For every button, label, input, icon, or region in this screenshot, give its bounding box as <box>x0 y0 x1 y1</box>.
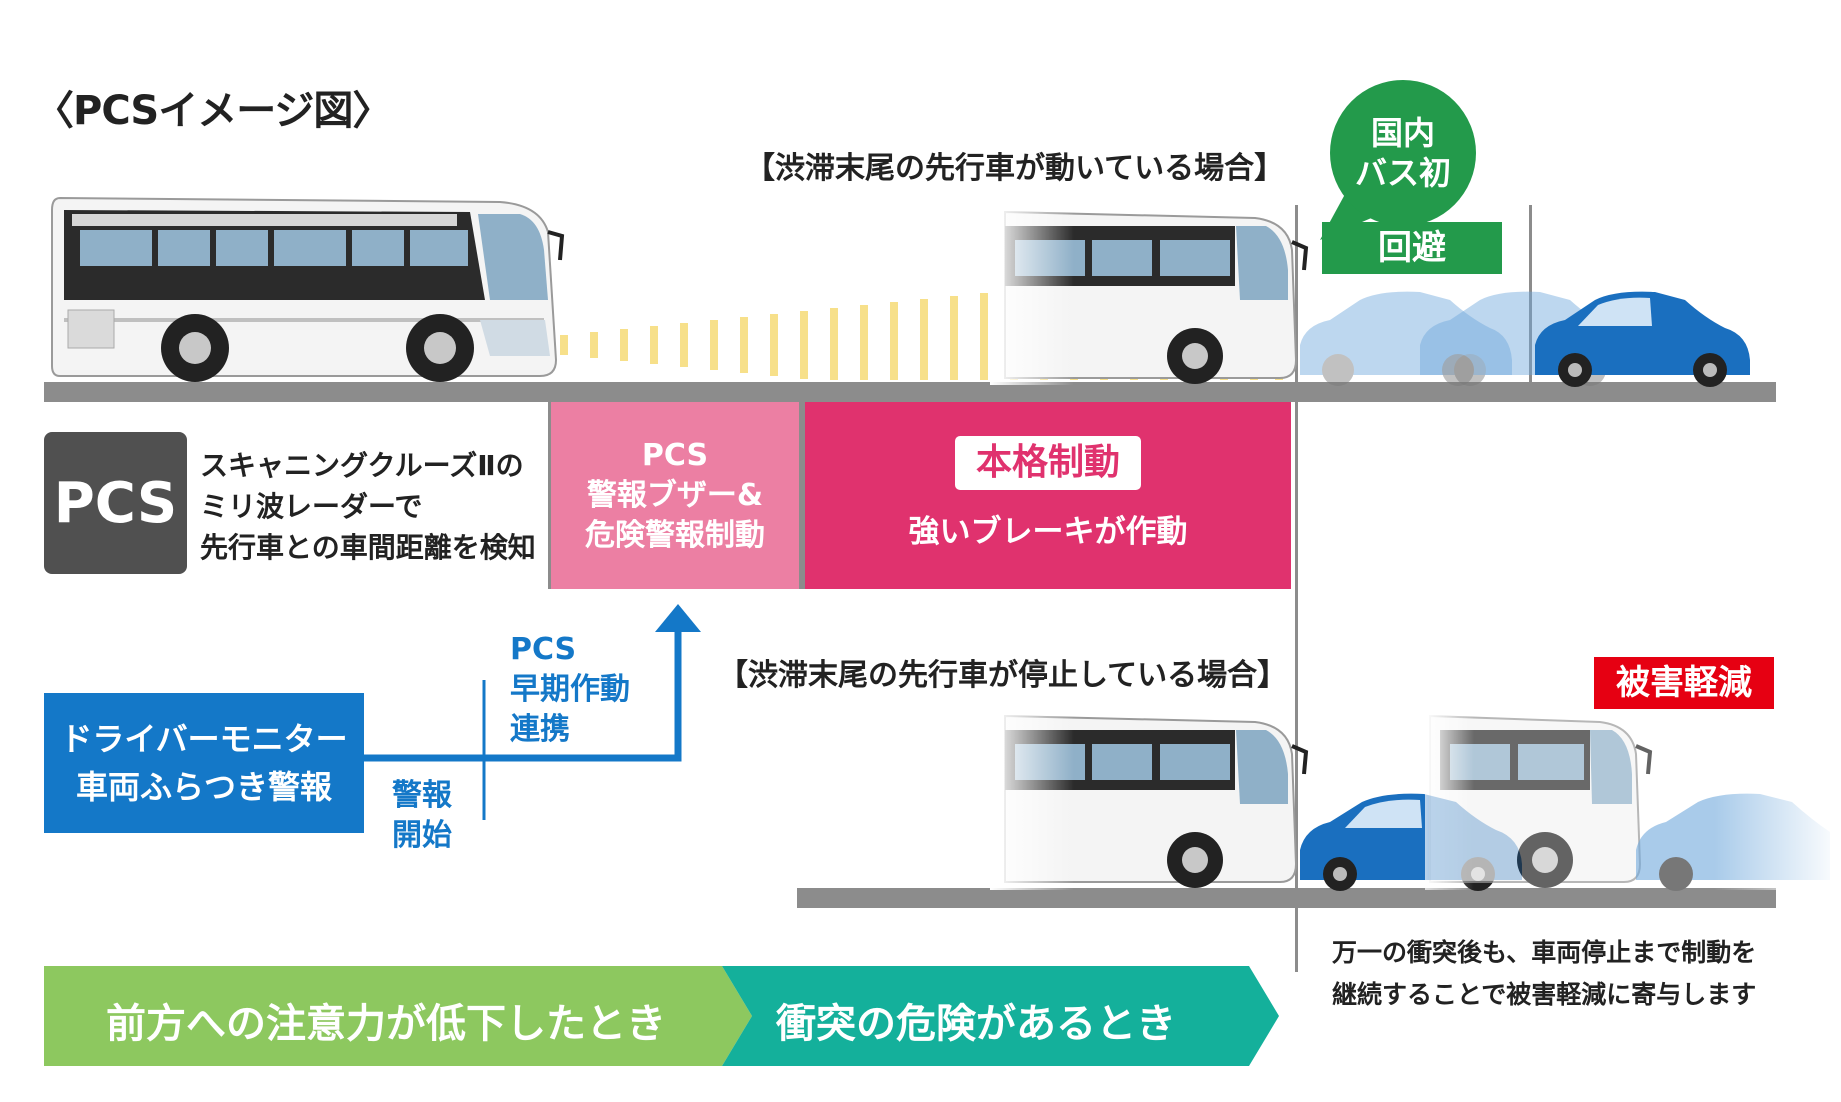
car-ghost-1 <box>1300 291 1512 386</box>
pcs-early-label: PCS 早期作動 連携 <box>510 630 630 750</box>
pcs-early-line-3: 連携 <box>510 712 570 747</box>
warn-start-line-2: 開始 <box>392 818 452 853</box>
bus-moving-scenario <box>990 205 1309 385</box>
signal-arrow <box>364 604 701 820</box>
scenario-stopped-caption: 【渋滞末尾の先行車が停止している場合】 <box>718 658 1288 693</box>
pcs-description: スキャニングクルーズⅡの ミリ波レーダーで 先行車との車間距離を検知 <box>200 445 536 568</box>
avoid-label: 回避 <box>1322 222 1502 274</box>
driver-monitor-line-2: 車両ふらつき警報 <box>75 768 332 806</box>
full-braking-desc: 強いブレーキが作動 <box>908 514 1188 550</box>
warning-start-label: 警報 開始 <box>392 776 452 856</box>
full-braking-label: 本格制動 <box>955 436 1141 490</box>
warn-start-line-1: 警報 <box>392 778 452 813</box>
phase-separator-1 <box>548 402 551 589</box>
bubble-line-1: 国内 <box>1370 114 1435 152</box>
note-line-2: 継続することで被害軽減に寄与します <box>1332 980 1757 1009</box>
page-title: 〈PCSイメージ図〉 <box>34 88 392 134</box>
car-pushed-ghost <box>1630 780 1841 891</box>
first-domestic-bus-badge: 国内 バス初 <box>1330 80 1476 226</box>
car-avoiding <box>1535 291 1750 387</box>
note-line-1: 万一の衝突後も、車両停止まで制動を <box>1332 938 1757 967</box>
bus-stopped-scenario <box>990 710 1309 890</box>
warn-phase-line-3: 危険警報制動 <box>585 517 765 553</box>
arrow-attention <box>44 966 752 1066</box>
arrow-collision <box>722 966 1279 1066</box>
damage-reduction-label: 被害軽減 <box>1594 657 1774 709</box>
pcs-early-line-2: 早期作動 <box>510 672 630 707</box>
damage-note: 万一の衝突後も、車両停止まで制動を 継続することで被害軽減に寄与します <box>1332 932 1756 1016</box>
phase-separator-2 <box>799 402 805 589</box>
warn-phase-line-2: 警報ブザー& <box>586 477 764 513</box>
pcs-desc-line-3: 先行車との車間距離を検知 <box>200 531 536 564</box>
pcs-desc-line-2: ミリ波レーダーで <box>200 490 423 523</box>
pcs-badge: PCS <box>44 432 187 574</box>
braking-phase: 本格制動 強いブレーキが作動 <box>805 402 1291 589</box>
attention-drop-text: 前方への注意力が低下したとき <box>106 1001 666 1047</box>
pcs-early-line-1: PCS <box>510 632 577 667</box>
warn-phase-line-1: PCS <box>641 437 709 473</box>
pcs-desc-line-1: スキャニングクルーズⅡの <box>200 449 524 482</box>
driver-monitor-line-1: ドライバーモニター <box>60 720 348 758</box>
road-bottom <box>797 888 1776 908</box>
warning-phase: PCS 警報ブザー& 危険警報制動 <box>551 402 799 589</box>
collision-risk-text: 衝突の危険があるとき <box>776 1001 1176 1047</box>
bubble-line-2: バス初 <box>1354 154 1451 192</box>
driver-monitor-box: ドライバーモニター 車両ふらつき警報 <box>44 693 364 833</box>
road-top <box>44 382 1776 402</box>
main-bus <box>51 196 565 382</box>
bus-after-collision <box>1425 710 1653 890</box>
avoid-line <box>1529 205 1532 385</box>
scenario-moving-caption: 【渋滞末尾の先行車が動いている場合】 <box>745 151 1285 186</box>
collision-line <box>1295 205 1298 972</box>
